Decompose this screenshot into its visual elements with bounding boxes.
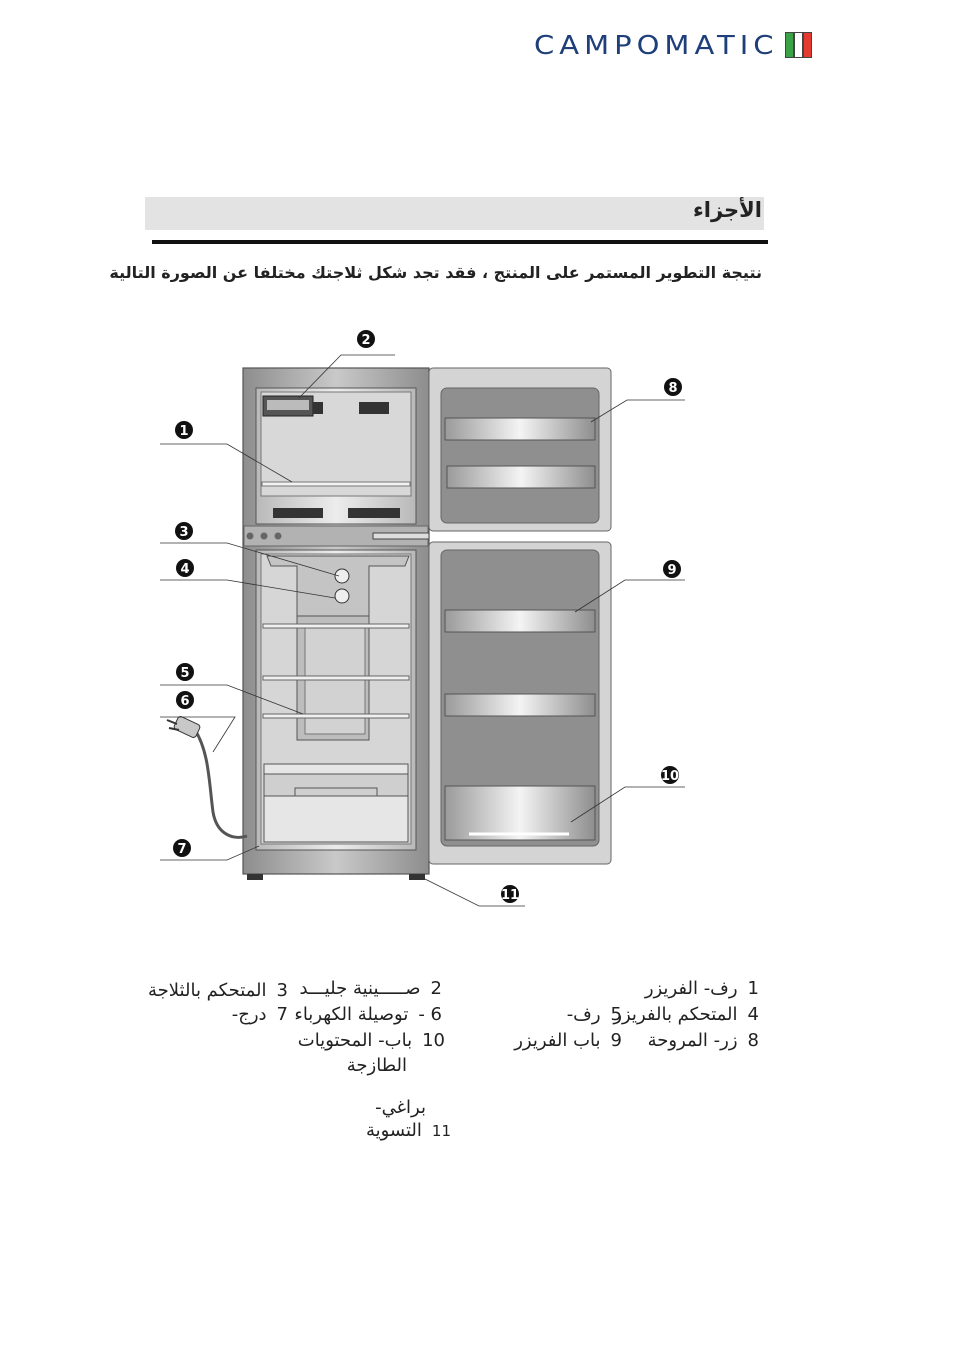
leader-lines bbox=[160, 354, 685, 907]
section-title: الأجزاء bbox=[693, 198, 762, 222]
legend-item-8: 8زر- المروحة bbox=[647, 1030, 759, 1051]
callout-10: 10 bbox=[661, 769, 679, 784]
callout-2: 2 bbox=[361, 333, 370, 348]
freezer-door bbox=[428, 367, 612, 532]
section-header-bar bbox=[145, 197, 764, 230]
section-divider bbox=[152, 240, 768, 244]
callout-6: 6 bbox=[180, 694, 189, 709]
refrigerator-diagram: 1 2 3 4 5 6 7 8 9 10 11 bbox=[160, 330, 685, 907]
legend-item-10: 10باب- المحتويات bbox=[297, 1030, 445, 1051]
legend-item-6: 6 -توصيلة الكهرباء bbox=[294, 1004, 442, 1025]
brand-name: CAMPOMATIC bbox=[534, 29, 779, 61]
legend-item-11-b: 11التسوية bbox=[365, 1120, 451, 1141]
brand-logo: CAMPOMATIC bbox=[534, 28, 812, 62]
callout-5: 5 bbox=[180, 666, 189, 681]
legend-item-5: 5رف- bbox=[566, 1004, 622, 1025]
legend-item-9: 9باب الفريزر bbox=[514, 1030, 622, 1051]
callout-7: 7 bbox=[177, 842, 186, 857]
legend-item-7: 7درج- bbox=[231, 1004, 288, 1025]
legend-item-11-a: براغي- bbox=[375, 1097, 426, 1118]
cabinet-body bbox=[242, 367, 430, 880]
callout-3: 3 bbox=[179, 525, 188, 540]
callout-11: 11 bbox=[501, 888, 519, 903]
callout-8: 8 bbox=[668, 381, 677, 396]
callout-4: 4 bbox=[180, 562, 189, 577]
italian-flag-icon bbox=[784, 32, 812, 58]
intro-text: نتيجة التطوير المستمر على المنتج ، فقد ت… bbox=[109, 263, 762, 282]
legend-item-10-cont: الطازجة bbox=[346, 1055, 407, 1076]
callout-1: 1 bbox=[179, 424, 188, 439]
fridge-door bbox=[428, 541, 612, 865]
legend-item-2: 2صـــــينية جليـــد bbox=[299, 978, 442, 999]
legend-item-1: 1رف- الفريزر bbox=[644, 978, 759, 999]
legend-item-3: 3المتحكم بالثلاجة bbox=[148, 980, 288, 1001]
callout-9: 9 bbox=[667, 563, 676, 578]
legend-item-4: 4المتحكم بالفريزر bbox=[613, 1004, 759, 1025]
power-plug-icon bbox=[166, 716, 248, 839]
part-callouts: 1 2 3 4 5 6 7 8 9 10 11 bbox=[173, 330, 682, 903]
